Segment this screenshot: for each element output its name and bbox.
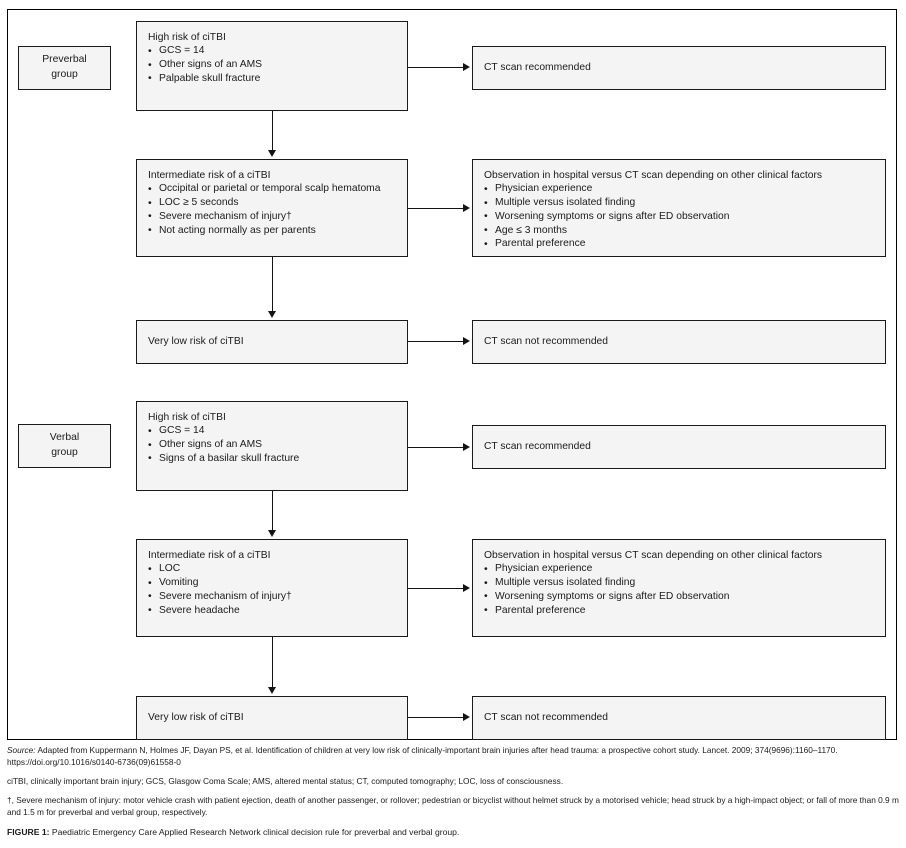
figure-caption-text: Paediatric Emergency Care Applied Resear… — [49, 827, 460, 838]
node-title: Very low risk of ciTBI — [148, 711, 244, 723]
node-verbal-intermediate-outcome[interactable]: Observation in hospital versus CT scan d… — [472, 539, 886, 637]
list-item: Vomiting — [148, 577, 399, 588]
connector-line-horizontal — [408, 717, 464, 718]
figure-footnotes: Source: Adapted from Kuppermann N, Holme… — [7, 745, 899, 839]
node-preverbal-high-risk[interactable]: High risk of ciTBI GCS = 14 Other signs … — [136, 21, 408, 111]
list-item: Severe mechanism of injury† — [148, 591, 399, 602]
list-item: Multiple versus isolated finding — [484, 577, 877, 588]
arrow-head-down — [267, 150, 276, 157]
connector-line-horizontal — [408, 341, 464, 342]
arrow-head-right — [463, 712, 470, 721]
connector-line-horizontal — [408, 447, 464, 448]
node-item-list: LOC Vomiting Severe mechanism of injury†… — [148, 563, 399, 616]
node-item-list: Occipital or parietal or temporal scalp … — [148, 183, 399, 236]
arrow-head-right — [463, 203, 470, 212]
connector-line-horizontal — [408, 588, 464, 589]
list-item: Physician experience — [484, 183, 877, 194]
node-title: CT scan not recommended — [484, 711, 609, 723]
arrow-head-right — [463, 62, 470, 71]
node-verbal-very-low-risk-outcome[interactable]: CT scan not recommended — [472, 696, 886, 740]
connector-line-vertical — [272, 111, 273, 151]
group-label-line2: group — [51, 447, 78, 458]
list-item: Other signs of an AMS — [148, 439, 399, 450]
list-item: Occipital or parietal or temporal scalp … — [148, 183, 399, 194]
connector-line-vertical — [272, 637, 273, 688]
node-verbal-high-risk-outcome[interactable]: CT scan recommended — [472, 425, 886, 469]
list-item: Not acting normally as per parents — [148, 225, 399, 236]
list-item: Multiple versus isolated finding — [484, 197, 877, 208]
node-item-list: Physician experience Multiple versus iso… — [484, 183, 877, 250]
list-item: GCS = 14 — [148, 425, 399, 436]
list-item: Age ≤ 3 months — [484, 225, 877, 236]
list-item: Palpable skull fracture — [148, 73, 399, 84]
list-item: Parental preference — [484, 239, 877, 250]
list-item: LOC — [148, 563, 399, 574]
node-item-list: GCS = 14 Other signs of an AMS Signs of … — [148, 425, 399, 464]
node-title: CT scan not recommended — [484, 335, 609, 347]
flowchart-frame: Preverbal group High risk of ciTBI GCS =… — [7, 9, 897, 740]
connector-line-horizontal — [408, 208, 464, 209]
list-item: Physician experience — [484, 563, 877, 574]
node-preverbal-high-risk-outcome[interactable]: CT scan recommended — [472, 46, 886, 90]
footnote-abbreviations: ciTBI, clinically important brain injury… — [7, 776, 564, 787]
arrow-head-right — [463, 442, 470, 451]
group-label-preverbal: Preverbal group — [18, 46, 111, 90]
node-title: Observation in hospital versus CT scan d… — [484, 550, 823, 561]
list-item: Severe headache — [148, 605, 399, 616]
footnote-source-label: Source: — [7, 745, 36, 755]
group-label-line1: Verbal — [49, 432, 80, 444]
node-item-list: GCS = 14 Other signs of an AMS Palpable … — [148, 45, 399, 84]
node-title: High risk of ciTBI — [148, 32, 226, 43]
node-title: CT scan recommended — [484, 61, 591, 73]
node-verbal-very-low-risk[interactable]: Very low risk of ciTBI — [136, 696, 408, 740]
list-item: GCS = 14 — [148, 45, 399, 56]
node-item-list: Physician experience Multiple versus iso… — [484, 563, 877, 616]
node-title: Intermediate risk of a ciTBI — [148, 170, 271, 181]
node-title: Very low risk of ciTBI — [148, 335, 244, 347]
list-item: Severe mechanism of injury† — [148, 211, 399, 222]
connector-line-horizontal — [408, 67, 464, 68]
connector-line-vertical — [272, 257, 273, 312]
connector-line-vertical — [272, 491, 273, 531]
group-label-line1: Preverbal — [42, 54, 87, 66]
node-preverbal-intermediate-risk[interactable]: Intermediate risk of a ciTBI Occipital o… — [136, 159, 408, 257]
node-title: High risk of ciTBI — [148, 412, 226, 423]
footnote-source-text: Adapted from Kuppermann N, Holmes JF, Da… — [7, 745, 838, 767]
figure-caption: FIGURE 1: Paediatric Emergency Care Appl… — [7, 826, 899, 838]
list-item: Parental preference — [484, 605, 877, 616]
group-label-line2: group — [51, 69, 78, 80]
list-item: Worsening symptoms or signs after ED obs… — [484, 591, 877, 602]
arrow-head-right — [463, 583, 470, 592]
group-label-verbal: Verbal group — [18, 424, 111, 468]
arrow-head-right — [463, 336, 470, 345]
list-item: Signs of a basilar skull fracture — [148, 453, 399, 464]
list-item: Worsening symptoms or signs after ED obs… — [484, 211, 877, 222]
node-preverbal-very-low-risk[interactable]: Very low risk of ciTBI — [136, 320, 408, 364]
list-item: Other signs of an AMS — [148, 59, 399, 70]
footnote-source: Source: Adapted from Kuppermann N, Holme… — [7, 745, 899, 769]
footnote-dagger: †, Severe mechanism of injury: motor veh… — [7, 795, 899, 818]
arrow-head-down — [267, 530, 276, 537]
node-verbal-high-risk[interactable]: High risk of ciTBI GCS = 14 Other signs … — [136, 401, 408, 491]
node-title: Observation in hospital versus CT scan d… — [484, 170, 823, 181]
list-item: LOC ≥ 5 seconds — [148, 197, 399, 208]
arrow-head-down — [267, 687, 276, 694]
node-preverbal-very-low-risk-outcome[interactable]: CT scan not recommended — [472, 320, 886, 364]
figure-number-label: FIGURE 1: — [7, 827, 50, 838]
node-preverbal-intermediate-outcome[interactable]: Observation in hospital versus CT scan d… — [472, 159, 886, 257]
arrow-head-down — [267, 311, 276, 318]
node-title: Intermediate risk of a ciTBI — [148, 550, 271, 561]
node-title: CT scan recommended — [484, 440, 591, 452]
node-verbal-intermediate-risk[interactable]: Intermediate risk of a ciTBI LOC Vomitin… — [136, 539, 408, 637]
